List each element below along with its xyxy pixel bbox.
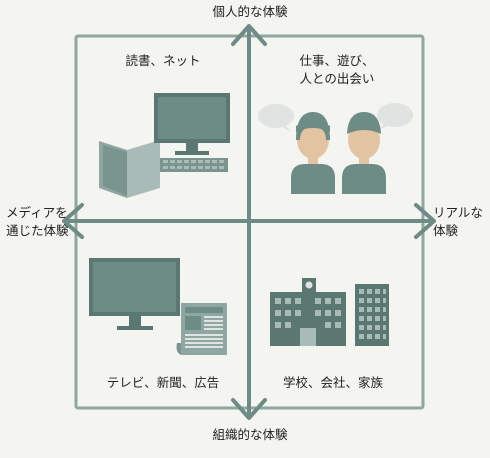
axis-label-top: 個人的な体験 <box>212 4 288 19</box>
quadrant-label-top-right-line1: 仕事、遊び、 <box>299 53 375 68</box>
arrow-up-icon <box>231 24 267 46</box>
speech-bubble-left-icon <box>258 104 294 132</box>
axis-label-right-line1: リアルな <box>433 205 483 220</box>
arrow-down-icon <box>231 398 267 420</box>
quadrant-label-top-right-line2: 人との出会い <box>299 71 375 86</box>
axis-label-left-line2: 通じた体験 <box>6 223 69 238</box>
axis-label-left-line1: メディアを <box>6 205 68 220</box>
television-icon <box>89 258 180 330</box>
person-right-icon <box>342 112 386 194</box>
quadrant-label-bottom-right: 学校、会社、家族 <box>282 375 383 390</box>
quadrant-label-top-right: 仕事、遊び、 人との出会い <box>282 52 392 88</box>
newspaper-icon <box>176 303 227 355</box>
speech-bubble-right-icon <box>377 103 413 131</box>
quadrant-label-top-left: 読書、ネット <box>125 53 201 68</box>
desktop-computer-icon <box>154 93 230 172</box>
axis-label-right: リアルな 体験 <box>433 204 483 240</box>
office-building-icon <box>355 284 389 346</box>
arrow-left-icon <box>62 203 84 239</box>
person-left-icon <box>291 112 335 194</box>
axis-label-right-line2: 体験 <box>433 223 459 238</box>
quadrant-label-bottom-left: テレビ、新聞、広告 <box>106 375 220 390</box>
arrow-right-icon <box>414 203 436 239</box>
axis-label-left: メディアを 通じた体験 <box>6 204 69 240</box>
book-icon <box>99 140 160 198</box>
axis-label-bottom: 組織的な体験 <box>212 427 288 442</box>
school-building-icon <box>270 278 346 346</box>
